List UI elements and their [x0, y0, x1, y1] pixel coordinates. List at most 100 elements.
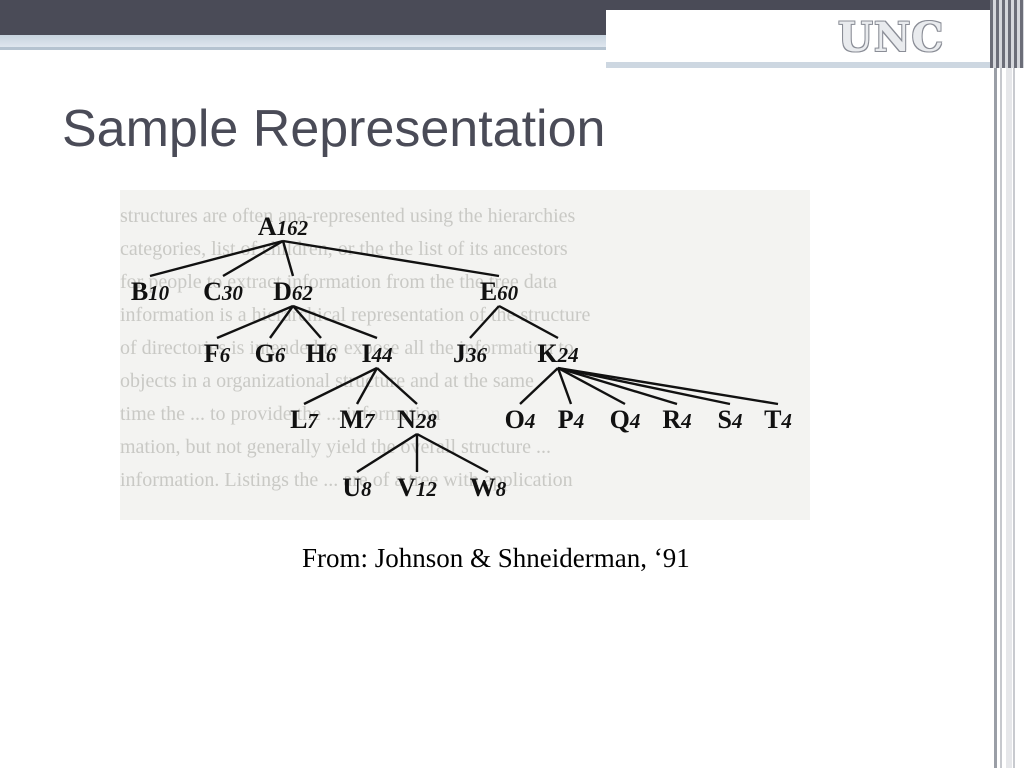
node-weight: 6 [275, 343, 286, 367]
node-weight: 6 [326, 343, 337, 367]
node-weight: 44 [371, 343, 393, 367]
background-text-line: time the ... to provide the ... informat… [120, 403, 441, 425]
tree-node-i: I44 [361, 339, 392, 368]
tree-edge-a-e [282, 239, 500, 278]
tree-node-g: G6 [255, 339, 286, 368]
node-weight: 4 [780, 409, 792, 433]
tree-node-h: H6 [306, 339, 337, 368]
right-rail [1013, 0, 1015, 768]
tree-edge-n-w [416, 432, 489, 474]
right-rail [994, 0, 997, 768]
tree-edge-n-u [356, 432, 418, 474]
node-letter: R [662, 405, 681, 434]
tree-node-u: U8 [342, 473, 372, 502]
node-weight: 30 [221, 281, 244, 305]
tree-node-j: J36 [453, 339, 488, 368]
node-letter: T [764, 405, 781, 434]
node-weight: 8 [496, 477, 507, 501]
tree-edge-d-h [292, 305, 322, 339]
node-weight: 7 [364, 409, 376, 433]
node-letter: C [203, 277, 222, 306]
node-weight: 4 [680, 409, 692, 433]
node-letter: L [290, 405, 307, 434]
background-text-line: information is a hierarchical representa… [120, 304, 591, 326]
node-weight: 4 [629, 409, 641, 433]
logo-tab [606, 10, 1000, 68]
tree-edge-k-s [557, 366, 731, 406]
right-rail [1000, 0, 1002, 768]
node-letter: Q [610, 405, 630, 434]
right-rail [1006, 0, 1012, 768]
tree-edge-a-d [281, 240, 295, 277]
tree-edge-e-j [469, 305, 500, 339]
node-letter: S [718, 405, 732, 434]
tree-node-e: E60 [480, 277, 519, 306]
tree-edge-k-q [557, 366, 626, 406]
right-rail-header [990, 0, 1024, 68]
node-letter: N [397, 405, 416, 434]
node-weight: 162 [277, 216, 309, 240]
tree-node-c: C30 [203, 277, 243, 306]
unc-logo: UNC [838, 14, 945, 61]
node-weight: 24 [557, 343, 579, 367]
tree-edge-d-i [292, 304, 378, 340]
node-weight: 36 [465, 343, 488, 367]
tree-edge-k-p [556, 367, 573, 405]
node-letter: M [339, 405, 364, 434]
tree-node-r: R4 [662, 405, 691, 434]
tree-figure: structures are often ana-represented usi… [120, 190, 810, 520]
tree-edge-k-t [557, 366, 779, 406]
tree-edge-d-f [216, 304, 294, 340]
tree-edge-d-g [269, 305, 294, 339]
node-letter: V [397, 473, 416, 502]
tree-node-q: Q4 [610, 405, 641, 434]
tree-node-o: O4 [505, 405, 536, 434]
tree-node-s: S4 [718, 405, 743, 434]
tree-node-b: B10 [131, 277, 170, 306]
node-letter: D [273, 277, 292, 306]
node-weight: 12 [416, 477, 438, 501]
node-letter: H [306, 339, 326, 368]
background-text-line: structures are often ana-represented usi… [120, 205, 576, 227]
background-text-line: categories, list of children, or the the… [120, 238, 568, 260]
tree-edge-a-b [149, 239, 284, 278]
node-letter: F [204, 339, 220, 368]
figure-caption: From: Johnson & Shneiderman, ‘91 [302, 543, 690, 573]
node-weight: 7 [307, 409, 319, 433]
tree-node-k: K24 [537, 339, 578, 368]
background-text-line: information. Listings the ... are of a t… [120, 469, 573, 491]
tree-node-d: D62 [273, 277, 313, 306]
node-letter: G [255, 339, 275, 368]
node-letter: B [131, 277, 148, 306]
tree-node-n: N28 [397, 405, 437, 434]
tree-node-t: T4 [764, 405, 792, 434]
node-letter: E [480, 277, 497, 306]
node-letter: O [505, 405, 525, 434]
tree-node-m: M7 [339, 405, 376, 434]
node-letter: W [470, 473, 496, 502]
node-weight: 4 [573, 409, 585, 433]
node-letter: P [558, 405, 574, 434]
tree-node-l: L7 [290, 405, 319, 434]
node-weight: 62 [292, 281, 314, 305]
node-letter: I [361, 339, 371, 368]
node-letter: U [342, 473, 361, 502]
tree-edge-a-c [222, 239, 284, 278]
node-weight: 28 [415, 409, 438, 433]
node-letter: K [537, 339, 558, 368]
node-weight: 4 [731, 409, 743, 433]
slide-title: Sample Representation [62, 100, 606, 158]
tree-node-w: W8 [470, 473, 507, 502]
background-text-line: for people to extract information from t… [120, 271, 558, 293]
node-letter: J [453, 339, 466, 368]
background-text-line: of directories is intended to expose all… [120, 337, 574, 359]
tree-edge-e-k [498, 304, 559, 340]
node-weight: 6 [220, 343, 231, 367]
tree-edge-i-m [355, 367, 379, 405]
tree-edge-k-o [519, 367, 559, 405]
tree-edge-k-r [557, 366, 678, 406]
node-weight: 4 [524, 409, 536, 433]
tree-edge-i-n [376, 367, 418, 405]
tree-edge-i-l [303, 366, 378, 406]
